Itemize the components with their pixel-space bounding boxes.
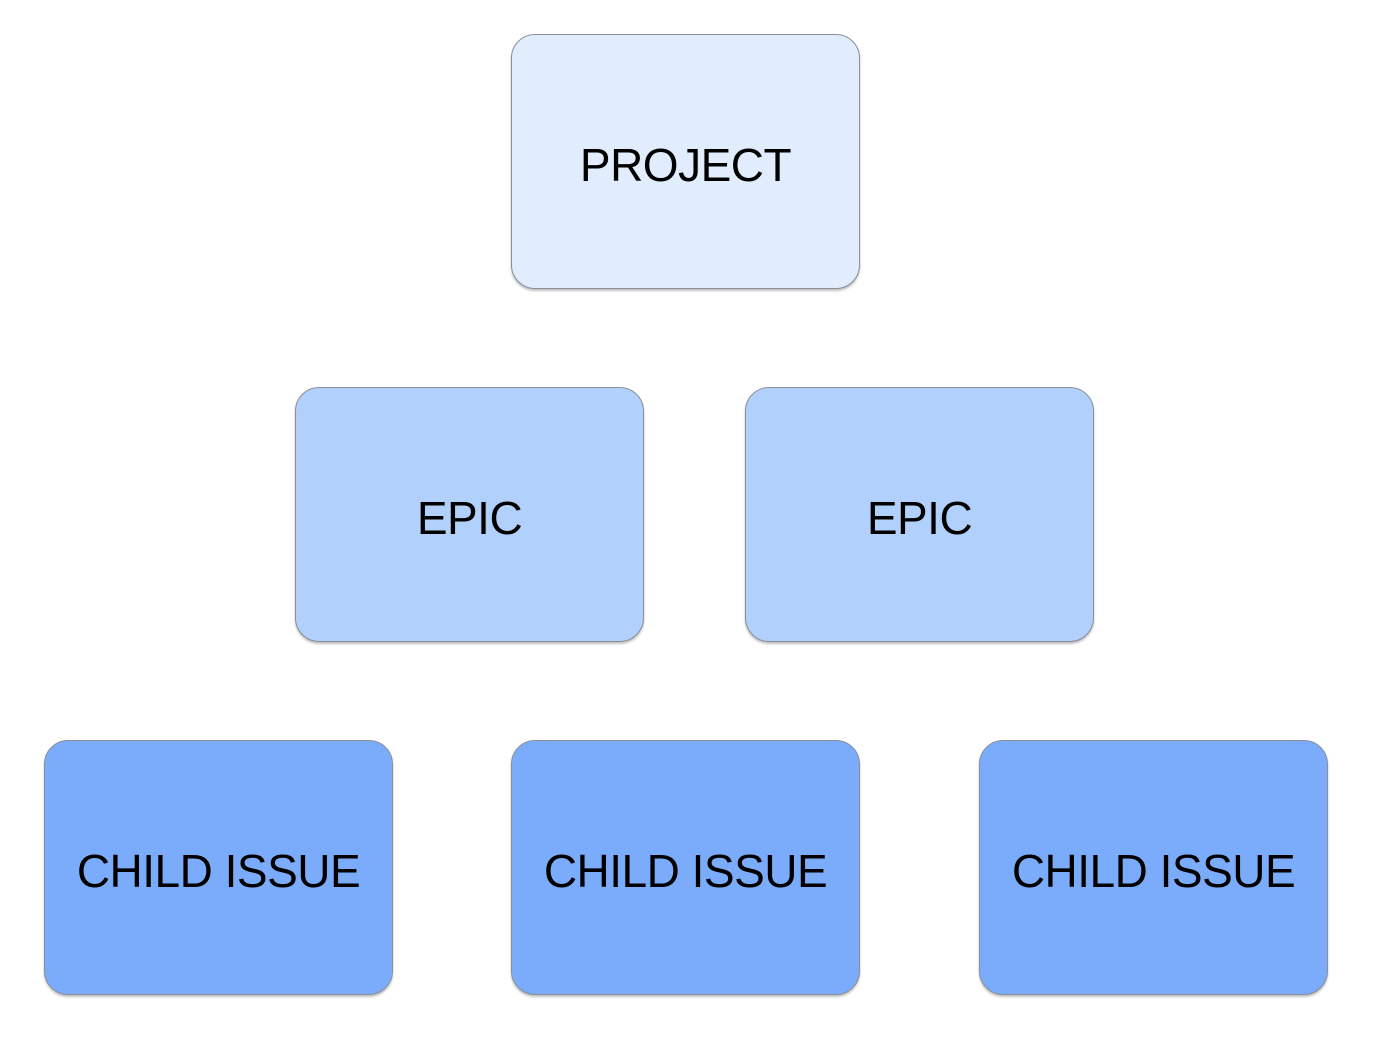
child-issue-node-label: CHILD ISSUE bbox=[76, 845, 361, 897]
child-issue-node-2: CHILD ISSUE bbox=[511, 740, 860, 995]
child-issue-node-1: CHILD ISSUE bbox=[44, 740, 393, 995]
epic-node-label: EPIC bbox=[866, 492, 973, 544]
project-node-label: PROJECT bbox=[579, 139, 792, 191]
epic-node-2: EPIC bbox=[745, 387, 1094, 642]
child-issue-node-label: CHILD ISSUE bbox=[1011, 845, 1296, 897]
child-issue-node-label: CHILD ISSUE bbox=[543, 845, 828, 897]
project-node: PROJECT bbox=[511, 34, 860, 289]
epic-node-1: EPIC bbox=[295, 387, 644, 642]
epic-node-label: EPIC bbox=[416, 492, 523, 544]
child-issue-node-3: CHILD ISSUE bbox=[979, 740, 1328, 995]
